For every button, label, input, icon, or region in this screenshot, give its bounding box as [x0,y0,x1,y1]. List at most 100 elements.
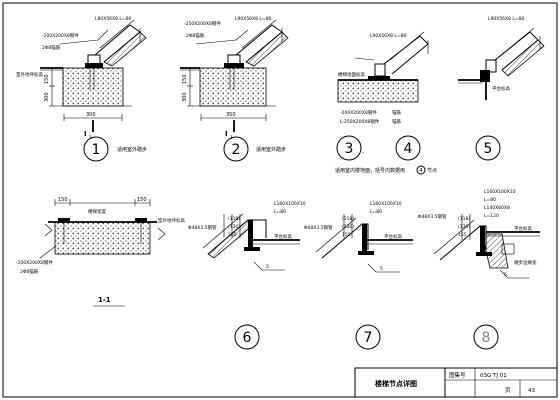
section-1-1-dim-a: 150 [58,197,68,203]
detail-4-number-circle [395,135,421,161]
section-1-1-width-label: 楼梯宽度 [88,208,106,215]
detail-8-angle2-label: L140X80X8 [484,205,510,211]
detail-1-dim-h1: 150 [44,74,50,84]
detail-6-angle-length: L=80 [274,209,286,215]
detail-7-angle [362,224,367,254]
title-block-code-label: 图集号 [449,371,466,379]
detail-3-stair-flight [383,35,429,75]
detail-2-bars-label: 2Φ8锚筋 [186,32,205,39]
detail-6-five: 5 [266,264,269,270]
detail-5-number: 5 [484,141,493,157]
detail-1-note: 适用室外踏步 [117,146,147,153]
detail-1-number-circle [83,136,109,162]
detail-5-angle-label: L90X56X8 L=80 [488,16,525,22]
detail-7-angle-label: L160X100X10 [370,201,402,207]
section-1-1-title: 1-1 [98,296,111,304]
detail-7: L160X100X10 L=80 Φ48X3.5钢管 (118) (130) 1… [304,201,413,350]
detail-1-plate-label: -200X200X8钢件 [42,32,79,39]
detail-5-platform-note: 平台标高 [492,85,510,92]
detail-3-number: 3 [345,141,354,157]
detail-8-angle1-length: L=80 [484,197,496,203]
detail-1-section-mark: I [84,130,87,138]
detail-7-dim-3: 155 [342,232,351,238]
detail-7-platform-note: 平台标高 [384,233,402,240]
detail-6-angle-label: L160X100X10 [274,201,306,207]
detail-8-five: 5 [504,272,507,278]
detail-1: -200X200X8钢件 L80X56X8 L=80 2Φ8锚筋 室外地坪标高 … [16,16,147,162]
detail-7-pipe-label: Φ48X3.5钢管 [304,224,333,231]
detail-8-number: 8 [482,330,491,346]
detail-2-dim-h1: 150 [182,74,188,84]
title-block-page: 43 [528,388,535,394]
detail-2-note: 适用室外踏步 [256,146,286,153]
detail-6-platform-note: 平台标高 [274,233,292,240]
detail-1-angle-label: L80X56X8 L=80 [95,16,132,22]
detail-7-five: 5 [380,266,383,272]
detail-1-wall-note: 室外地坪标高 [16,71,43,78]
section-1-1-plate-label: -200X200X8钢件 [16,259,53,266]
detail-8-angle1-label: L160X100X10 [484,189,516,195]
detail-3-4: L90X56X8 L=80 楼梯地面标高 -200X200X8钢件 锚筋 L-2… [335,31,437,175]
detail-8: L160X100X10 L=80 L140X80X8 L=120 Φ48X3.5… [418,189,540,350]
detail-2-dim-h2: 300 [182,92,188,102]
detail-3-plate2-tail: 锚筋 [392,118,401,125]
detail-1-dim-h2: 300 [44,92,50,102]
detail-6-angle [248,220,253,250]
detail-6-number: 6 [243,330,252,346]
detail-6-number-circle [234,324,260,350]
detail-2-dim-width: 350 [226,112,236,118]
detail-6: L160X100X10 L=80 Φ48X3.5钢管 (118) (130) 1… [188,201,306,350]
detail-8-platform-note: 平台标高 [514,225,532,232]
detail-2-angle-label: L90X56X8 L=80 [235,16,272,22]
detail-3-4-note-mark-circle [416,165,426,175]
title-block-page-label: 页 [505,387,511,394]
detail-5-embed-plate [480,70,490,82]
detail-8-angle2-length: L=120 [484,213,499,219]
detail-5-number-circle [475,135,501,161]
detail-1-dim-width: 300 [86,112,96,118]
detail-3-angle-label: L90X56X8 L=80 [370,33,407,39]
detail-4-number: 4 [404,141,413,157]
detail-6-pipe-label: Φ48X3.5钢管 [188,224,217,231]
section-1-1-dim-b: 150 [137,197,147,203]
section-1-1-slab [54,221,151,255]
title-block-title: 楼梯节点详图 [375,379,417,388]
detail-3-plate2: L-250X200X8钢件 [340,118,380,125]
detail-6-dim-2: (130) [228,224,240,230]
detail-3-plate1-tail: 锚筋 [392,109,401,116]
detail-3-plate1: -200X200X8钢件 [340,109,377,116]
detail-8-edge-note: 踏步边缘宽 [514,259,537,266]
detail-8-dim-2: (130) [458,224,470,230]
detail-5: L90X56X8 L=80 平台标高 5 [458,16,545,161]
section-1-1-bars-label: 2Φ8锚筋 [20,268,39,275]
section-1-1: 150 150 楼梯宽度 室外地坪标高 -200X200X8钢件 2Φ8锚筋 1… [16,197,185,307]
detail-1-bars-label: 2Φ8锚筋 [42,44,61,51]
title-block: 楼梯节点详图 图集号 03G TJ 01 页 43 [354,367,558,398]
detail-2-footing [199,67,267,107]
detail-7-number-circle [355,324,381,350]
detail-3-floor-note: 楼梯地面标高 [338,71,365,78]
detail-2-number: 2 [232,142,241,158]
detail-3-separator: 、 [362,149,367,155]
section-1-1-wall-note: 室外地坪标高 [158,217,185,224]
detail-6-dim-1: (118) [228,216,240,222]
detail-1-footing [62,67,124,107]
detail-3-number-circle [336,135,362,161]
detail-3-4-note-suffix: 节点 [427,168,437,174]
detail-8-dim-3: 155 [458,232,467,238]
detail-1-number: 1 [92,142,101,158]
detail-7-dim-2: (130) [342,224,354,230]
detail-2-section-mark: I [225,130,228,138]
detail-2: -250X200X8钢件 L90X56X8 L=80 2Φ8锚筋 150 300… [180,16,289,162]
detail-3-4-note-prefix: 适用室内楼地面，括号内数据用 [335,167,405,174]
detail-8-pipe-label: Φ48X3.5钢管 [418,213,447,220]
detail-7-angle-length: L=80 [370,209,382,215]
detail-2-plate-label: -250X200X8钢件 [184,20,221,27]
detail-6-dim-3: 155 [228,232,237,238]
detail-8-angle [480,226,485,256]
title-block-code: 03G TJ 01 [480,373,507,379]
detail-3-embed-plate [368,76,390,80]
detail-8-dim-1: (118) [458,216,470,222]
